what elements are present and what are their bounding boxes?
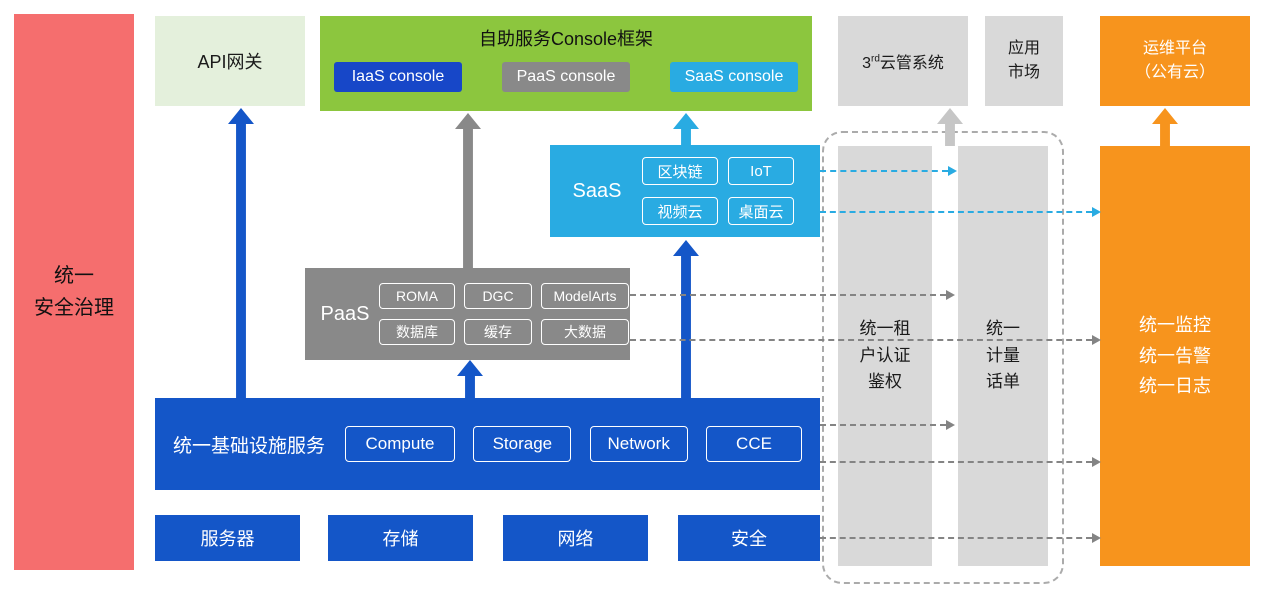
om-platform-box: 运维平台 （公有云） bbox=[1100, 16, 1250, 106]
saas-console-chip: SaaS console bbox=[670, 62, 798, 92]
saas-chip-grid: 区块链 IoT 视频云 桌面云 bbox=[642, 157, 794, 225]
paas-chip-database: 数据库 bbox=[379, 319, 455, 345]
arrow-infra-to-api-gateway bbox=[228, 108, 254, 398]
paas-chip-cache: 缓存 bbox=[464, 319, 532, 345]
hardware-box-storage: 存储 bbox=[328, 515, 473, 561]
paas-chip-roma: ROMA bbox=[379, 283, 455, 309]
connector-saas-to-monitor-arrowhead bbox=[1092, 207, 1101, 217]
arrow-paas-to-console bbox=[455, 113, 481, 268]
infra-chip-compute: Compute bbox=[345, 426, 456, 462]
connector-paas-to-auth-line bbox=[630, 294, 946, 296]
arrow-monitor-to-om-platform bbox=[1152, 108, 1178, 146]
connector-infra-to-auth-arrowhead bbox=[946, 420, 955, 430]
console-framework-box: 自助服务Console框架 IaaS console PaaS console … bbox=[320, 16, 812, 111]
infra-chip-network: Network bbox=[589, 426, 688, 462]
shared-services-dashed-container bbox=[822, 131, 1064, 584]
saas-label: SaaS bbox=[572, 179, 622, 202]
connector-saas-to-monitor-line bbox=[820, 211, 1092, 213]
paas-box: PaaS ROMA DGC ModelArts 数据库 缓存 大数据 bbox=[305, 268, 630, 360]
connector-paas-to-auth-arrowhead bbox=[946, 290, 955, 300]
paas-label: PaaS bbox=[320, 302, 370, 325]
iaas-console-chip: IaaS console bbox=[334, 62, 462, 92]
paas-console-chip: PaaS console bbox=[502, 62, 630, 92]
connector-saas-to-auth-line bbox=[820, 170, 948, 172]
third-cloud-mgmt-label: 3rd云管系统 bbox=[862, 53, 944, 72]
paas-chip-bigdata: 大数据 bbox=[541, 319, 629, 345]
paas-chip-modelarts: ModelArts bbox=[541, 283, 629, 309]
infra-chip-storage: Storage bbox=[473, 426, 572, 462]
hardware-box-network: 网络 bbox=[503, 515, 648, 561]
saas-chip-video-cloud: 视频云 bbox=[642, 197, 718, 225]
connector-hardware-to-monitor-arrowhead bbox=[1092, 533, 1101, 543]
saas-chip-blockchain: 区块链 bbox=[642, 157, 718, 185]
arrow-infra-to-saas bbox=[673, 240, 699, 398]
security-governance-bar: 统一 安全治理 bbox=[14, 14, 134, 570]
connector-infra-to-monitor-arrowhead bbox=[1092, 457, 1101, 467]
api-gateway-box: API网关 bbox=[155, 16, 305, 106]
app-market-box: 应用 市场 bbox=[985, 16, 1063, 106]
infrastructure-box: 统一基础设施服务 Compute Storage Network CCE bbox=[155, 398, 820, 490]
infra-chip-cce: CCE bbox=[706, 426, 802, 462]
arrow-infra-to-paas bbox=[457, 360, 483, 398]
console-framework-title: 自助服务Console框架 bbox=[478, 29, 654, 49]
arrow-saas-to-console bbox=[673, 113, 699, 145]
connector-infra-to-auth-line bbox=[820, 424, 946, 426]
monitor-alarm-log-bar: 统一监控 统一告警 统一日志 bbox=[1100, 146, 1250, 566]
connector-hardware-to-monitor-line bbox=[820, 537, 1092, 539]
infrastructure-label: 统一基础设施服务 bbox=[173, 435, 326, 457]
hardware-box-server: 服务器 bbox=[155, 515, 300, 561]
infrastructure-chip-row: Compute Storage Network CCE bbox=[345, 426, 802, 462]
metering-bar: 统一 计量 话单 bbox=[958, 146, 1048, 566]
saas-chip-iot: IoT bbox=[728, 157, 794, 185]
saas-box: SaaS 区块链 IoT 视频云 桌面云 bbox=[550, 145, 820, 237]
hardware-box-security: 安全 bbox=[678, 515, 820, 561]
connector-infra-to-monitor-line bbox=[820, 461, 1092, 463]
paas-chip-dgc: DGC bbox=[464, 283, 532, 309]
connector-paas-to-monitor-line bbox=[630, 339, 1092, 341]
third-cloud-mgmt-box: 3rd云管系统 bbox=[838, 16, 968, 106]
connector-paas-to-monitor-arrowhead bbox=[1092, 335, 1101, 345]
saas-chip-desktop-cloud: 桌面云 bbox=[728, 197, 794, 225]
connector-saas-to-auth-arrowhead bbox=[948, 166, 957, 176]
console-chip-row: IaaS console PaaS console SaaS console bbox=[334, 62, 798, 92]
tenant-auth-bar: 统一租 户认证 鉴权 bbox=[838, 146, 932, 566]
paas-chip-grid: ROMA DGC ModelArts 数据库 缓存 大数据 bbox=[379, 283, 629, 345]
